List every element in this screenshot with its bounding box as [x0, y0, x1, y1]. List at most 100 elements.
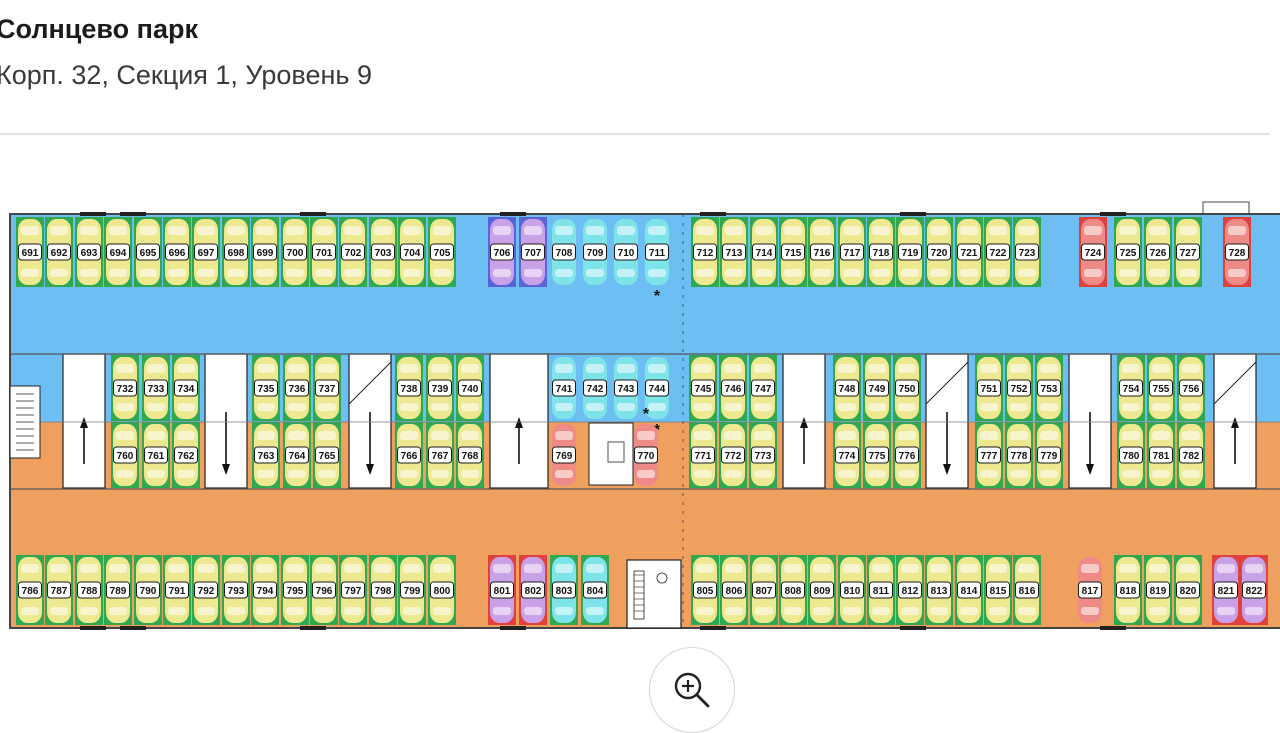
parking-spot[interactable]: 799	[398, 555, 426, 625]
parking-spot[interactable]: 704	[398, 217, 426, 287]
parking-spot[interactable]: 695	[134, 217, 162, 287]
parking-spot[interactable]: 694	[104, 217, 132, 287]
parking-spot[interactable]: 743	[614, 357, 638, 419]
parking-spot[interactable]: 726	[1144, 217, 1172, 287]
parking-spot[interactable]: 794	[251, 555, 279, 625]
parking-spot[interactable]: 697	[192, 217, 220, 287]
parking-spot[interactable]: 779	[1035, 422, 1063, 488]
parking-spot[interactable]: 706	[488, 217, 516, 287]
parking-spot[interactable]: 692	[45, 217, 73, 287]
parking-spot[interactable]: 712	[691, 217, 719, 287]
parking-spot[interactable]: 815	[984, 555, 1012, 625]
parking-spot[interactable]: 749	[863, 355, 891, 421]
parking-spot[interactable]: 752	[1005, 355, 1033, 421]
parking-spot[interactable]: 822	[1240, 555, 1268, 625]
parking-spot[interactable]: 781	[1147, 422, 1175, 488]
parking-spot[interactable]: 710	[614, 219, 638, 285]
parking-spot[interactable]: 821	[1212, 555, 1240, 625]
parking-spot[interactable]: 778	[1005, 422, 1033, 488]
parking-spot[interactable]: 716	[808, 217, 836, 287]
parking-spot[interactable]: 771	[689, 422, 717, 488]
parking-spot[interactable]: 740	[456, 355, 484, 421]
parking-spot[interactable]: 720	[925, 217, 953, 287]
parking-spot[interactable]: 699	[251, 217, 279, 287]
parking-spot[interactable]: 727	[1174, 217, 1202, 287]
parking-spot[interactable]: 748	[833, 355, 861, 421]
parking-spot[interactable]: 795	[281, 555, 309, 625]
parking-spot[interactable]: 776	[893, 422, 921, 488]
parking-spot[interactable]: 777	[975, 422, 1003, 488]
parking-spot[interactable]: 737	[313, 355, 341, 421]
parking-spot[interactable]: 735	[252, 355, 280, 421]
parking-spot[interactable]: 768	[456, 422, 484, 488]
parking-spot[interactable]: 802	[519, 555, 547, 625]
parking-spot[interactable]: 810	[838, 555, 866, 625]
parking-spot[interactable]: 708	[552, 219, 576, 285]
parking-spot[interactable]: 798	[369, 555, 397, 625]
parking-spot[interactable]: 814	[955, 555, 983, 625]
parking-spot[interactable]: 722	[984, 217, 1012, 287]
parking-spot[interactable]: 746	[719, 355, 747, 421]
parking-spot[interactable]: 723	[1013, 217, 1041, 287]
parking-spot[interactable]: 809	[808, 555, 836, 625]
parking-spot[interactable]: 739	[426, 355, 454, 421]
parking-spot[interactable]: 767	[426, 422, 454, 488]
parking-spot[interactable]: 790	[134, 555, 162, 625]
parking-spot[interactable]: 807	[750, 555, 778, 625]
parking-spot[interactable]: 800	[428, 555, 456, 625]
parking-spot[interactable]: 715	[779, 217, 807, 287]
parking-spot[interactable]: 772	[719, 422, 747, 488]
parking-spot[interactable]: 719	[896, 217, 924, 287]
parking-spot[interactable]: 820	[1174, 555, 1202, 625]
parking-spot[interactable]: 792	[192, 555, 220, 625]
parking-spot[interactable]: 745	[689, 355, 717, 421]
parking-spot[interactable]: 725	[1114, 217, 1142, 287]
parking-spot[interactable]: 817	[1078, 557, 1102, 623]
parking-spot[interactable]: 769	[552, 424, 576, 486]
parking-spot[interactable]: 763	[252, 422, 280, 488]
parking-spot[interactable]: 709	[583, 219, 607, 285]
parking-spot[interactable]: 811	[867, 555, 895, 625]
parking-spot[interactable]: 805	[691, 555, 719, 625]
parking-spot[interactable]: 755	[1147, 355, 1175, 421]
parking-spot[interactable]: 732	[111, 355, 139, 421]
parking-spot[interactable]: 754	[1117, 355, 1145, 421]
parking-spot[interactable]: 733	[142, 355, 170, 421]
parking-spot[interactable]: 773	[749, 422, 777, 488]
parking-spot[interactable]: 717	[838, 217, 866, 287]
parking-spot[interactable]: 804	[581, 555, 609, 625]
parking-spot[interactable]: 705	[428, 217, 456, 287]
parking-spot[interactable]: 761	[142, 422, 170, 488]
parking-spot[interactable]: 782	[1177, 422, 1205, 488]
parking-spot[interactable]: 700	[281, 217, 309, 287]
parking-spot[interactable]: 765	[313, 422, 341, 488]
parking-spot[interactable]: 774	[833, 422, 861, 488]
parking-spot[interactable]: 702	[339, 217, 367, 287]
parking-spot[interactable]: 819	[1144, 555, 1172, 625]
parking-spot[interactable]: 760	[111, 422, 139, 488]
parking-spot[interactable]: 751	[975, 355, 1003, 421]
parking-spot[interactable]: 787	[45, 555, 73, 625]
zoom-button[interactable]	[649, 647, 735, 733]
parking-spot[interactable]: 741	[552, 357, 576, 419]
parking-spot[interactable]: 806	[720, 555, 748, 625]
parking-spot[interactable]: 701	[310, 217, 338, 287]
parking-spot[interactable]: 744*	[645, 357, 669, 439]
parking-spot[interactable]: 775	[863, 422, 891, 488]
parking-spot[interactable]: 753	[1035, 355, 1063, 421]
parking-spot[interactable]: 797	[339, 555, 367, 625]
parking-spot[interactable]: 756	[1177, 355, 1205, 421]
parking-spot[interactable]: 696	[163, 217, 191, 287]
parking-spot[interactable]: 691	[16, 217, 44, 287]
parking-spot[interactable]: 816	[1013, 555, 1041, 625]
parking-spot[interactable]: 711*	[645, 219, 669, 305]
parking-spot[interactable]: 818	[1114, 555, 1142, 625]
parking-spot[interactable]: 718	[867, 217, 895, 287]
parking-spot[interactable]: 693	[75, 217, 103, 287]
parking-spot[interactable]: 786	[16, 555, 44, 625]
parking-spot[interactable]: 713	[720, 217, 748, 287]
parking-spot[interactable]: 764	[283, 422, 311, 488]
parking-spot[interactable]: 738	[395, 355, 423, 421]
